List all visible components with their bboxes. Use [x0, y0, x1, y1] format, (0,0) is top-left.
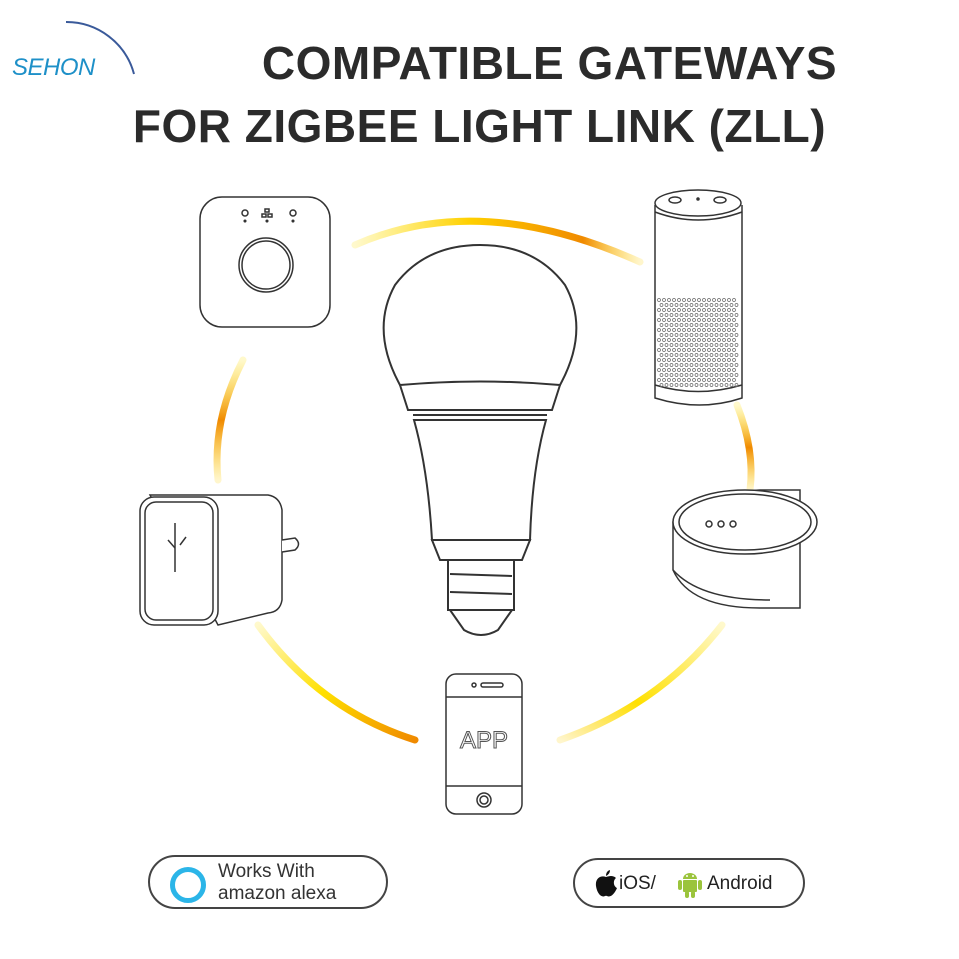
ios-label: iOS/ [619, 873, 656, 894]
smartphone-icon [445, 673, 523, 815]
page-title-line1: COMPATIBLE GATEWAYS [261, 37, 838, 89]
brand-name: SEHON [12, 54, 95, 81]
alexa-badge-line2: amazon alexa [218, 883, 337, 904]
android-logo-icon [678, 873, 702, 898]
echo-speaker-icon [654, 189, 743, 406]
logo-arc-icon [65, 20, 135, 75]
works-with-alexa-badge: Works With amazon alexa [148, 855, 388, 909]
light-bulb-icon [382, 243, 578, 636]
page-title-line2: FOR ZIGBEE LIGHT LINK (ZLL) [132, 100, 827, 152]
alexa-badge-line1: Works With [218, 861, 315, 882]
connection-ring [213, 217, 755, 744]
hue-bridge-icon [199, 196, 331, 328]
alexa-logo-icon [170, 867, 206, 903]
speaker-grille [657, 298, 739, 387]
plug-in-gateway-icon [139, 494, 300, 626]
round-hub-icon [672, 489, 818, 609]
brand-logo: SEHON [6, 14, 136, 84]
app-label: APP [460, 727, 508, 754]
android-label: Android [707, 873, 773, 894]
ios-android-badge: iOS/ Android [573, 858, 805, 908]
apple-logo-icon [595, 870, 617, 897]
